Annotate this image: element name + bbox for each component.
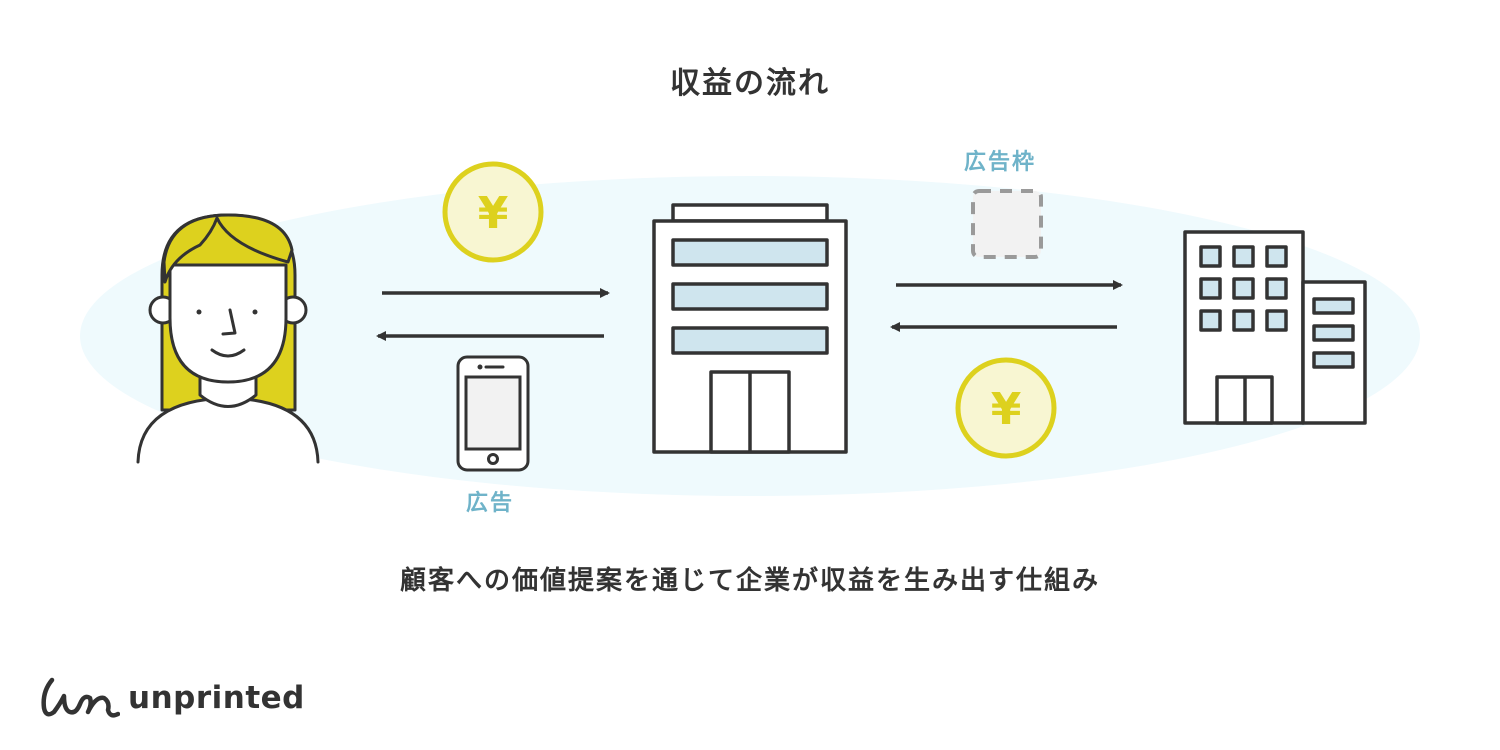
diagram-title: 収益の流れ — [670, 66, 830, 101]
logo: unprinted — [38, 674, 305, 722]
company-building-icon — [652, 203, 848, 454]
person-icon — [136, 213, 320, 464]
ad-label: 広告 — [466, 491, 515, 516]
logo-mark-icon — [41, 677, 120, 718]
diagram-caption: 顧客への価値提案を通じて企業が収益を生み出す仕組み — [399, 566, 1100, 596]
smartphone-icon — [456, 355, 530, 472]
yen-coin-icon-right: ¥ — [955, 357, 1057, 459]
svg-text:¥: ¥ — [991, 384, 1022, 435]
advertiser-building-icon — [1183, 230, 1367, 425]
svg-text:¥: ¥ — [478, 188, 509, 239]
ad-slot-icon — [971, 189, 1043, 259]
yen-coin-icon-left: ¥ — [442, 161, 544, 263]
logo-text: unprinted — [128, 680, 305, 716]
ad-slot-label: 広告枠 — [964, 150, 1037, 175]
